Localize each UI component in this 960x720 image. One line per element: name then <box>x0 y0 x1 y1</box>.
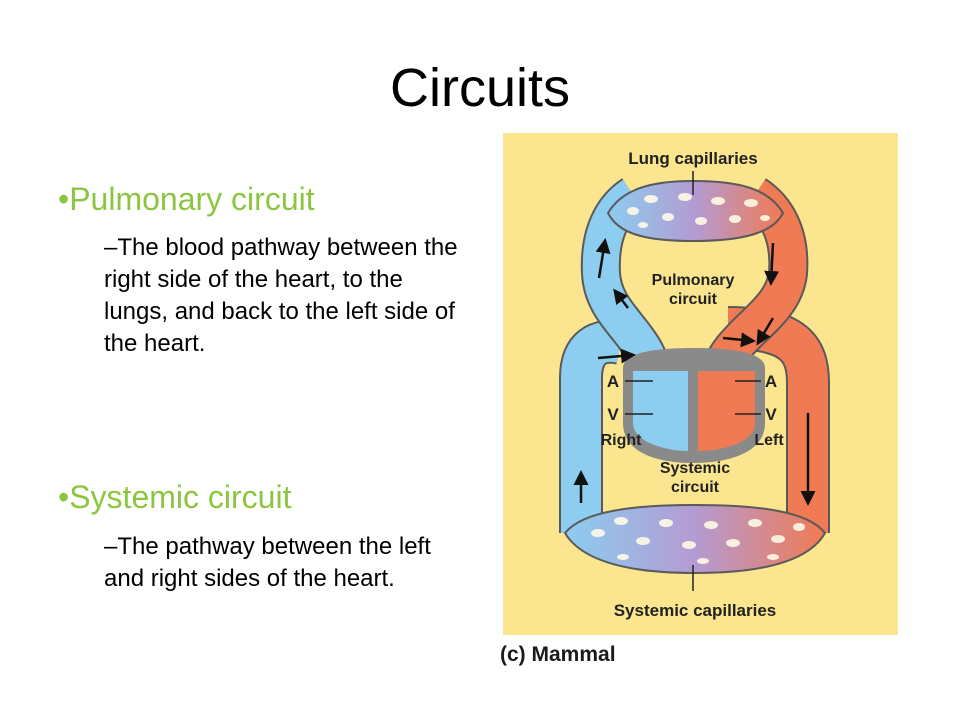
label-right-side: Right <box>601 432 643 449</box>
label-atrium-right: A <box>607 372 619 391</box>
label-pulmonary-circuit-1: Pulmonary <box>652 272 735 289</box>
label-lung-capillaries: Lung capillaries <box>628 149 757 168</box>
label-systemic-circuit-1: Systemic <box>660 460 730 477</box>
bullet-text-pulmonary: –The blood pathway between the right sid… <box>104 234 458 357</box>
circulation-diagram: Lung capillaries Pulmonary circuit A V R… <box>503 133 898 635</box>
label-systemic-capillaries: Systemic capillaries <box>614 601 777 620</box>
bullet-heading-pulmonary: •Pulmonary circuit <box>58 181 315 217</box>
label-ventricle-left: V <box>765 405 777 424</box>
bullet-heading-systemic: •Systemic circuit <box>58 479 292 515</box>
figure-caption: (c) Mammal <box>500 643 616 666</box>
flow-arrows <box>573 238 816 506</box>
lung-capillary-pattern <box>627 193 770 228</box>
systemic-capillary-pattern <box>591 517 805 564</box>
label-left-side: Left <box>754 432 784 449</box>
bullet-text-systemic: –The pathway between the left and right … <box>104 533 431 592</box>
slide-title: Circuits <box>389 58 570 118</box>
label-systemic-circuit-2: circuit <box>671 479 720 496</box>
left-heart <box>698 371 755 451</box>
right-heart <box>633 371 688 451</box>
label-ventricle-right: V <box>607 405 619 424</box>
label-pulmonary-circuit-2: circuit <box>669 291 718 308</box>
label-atrium-left: A <box>765 372 777 391</box>
